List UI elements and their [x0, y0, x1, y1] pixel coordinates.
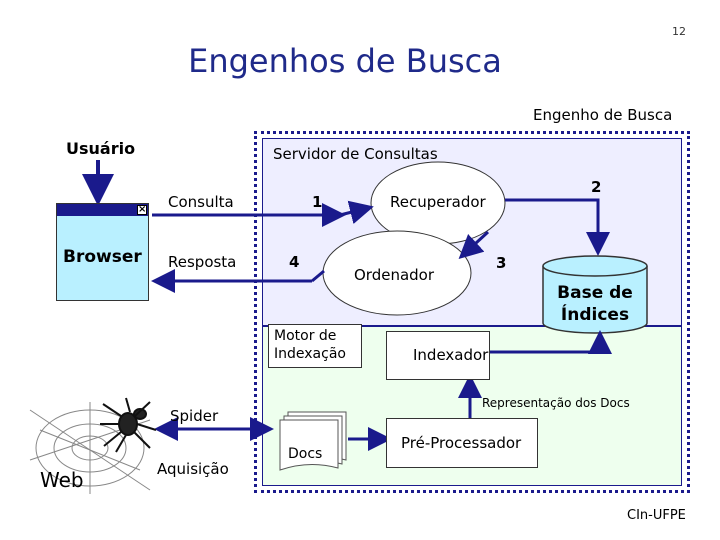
spider-label: Spider — [170, 407, 219, 425]
motor-indexacao-line1: Motor de — [274, 328, 337, 344]
step-1-label: 1 — [312, 193, 323, 211]
footer-label: CIn-UFPE — [627, 508, 686, 523]
step-3-label: 3 — [496, 254, 507, 272]
web-label: Web — [40, 468, 84, 492]
browser-window: × Browser — [56, 203, 149, 301]
motor-indexacao-box: Motor de Indexação — [268, 324, 362, 368]
motor-indexacao-line2: Indexação — [274, 346, 346, 362]
step-2-label: 2 — [591, 178, 602, 196]
docs-stack — [279, 411, 347, 471]
pre-processador-box: Pré-Processador — [386, 418, 538, 468]
indexador-box: Indexador — [386, 331, 490, 380]
spider-graphic — [100, 397, 157, 453]
slide-title: Engenhos de Busca — [188, 42, 502, 80]
slide-number: 12 — [672, 25, 686, 38]
base-indices-line2: Índices — [560, 305, 630, 325]
step-4-arrow — [311, 269, 325, 283]
indexador-to-base-arrow — [490, 330, 612, 354]
spider-web-graphic — [29, 402, 151, 494]
step-3-arrow — [458, 230, 490, 260]
close-icon: × — [137, 204, 147, 215]
base-indices-label: Base de Índices — [543, 282, 647, 326]
consulta-label: Consulta — [168, 193, 234, 211]
base-indices-cylinder — [542, 255, 648, 334]
search-engine-frame — [254, 131, 690, 493]
docs-label: Docs — [288, 446, 323, 462]
browser-titlebar: × — [57, 204, 148, 216]
browser-label: Browser — [63, 247, 142, 267]
aquisicao-label: Aquisição — [157, 460, 229, 478]
recuperador-label: Recuperador — [390, 193, 486, 211]
query-server-label: Servidor de Consultas — [273, 145, 438, 163]
ordenador-label: Ordenador — [354, 266, 435, 284]
pre-processador-label: Pré-Processador — [401, 434, 522, 452]
step-1-arrow — [339, 200, 374, 225]
base-indices-line1: Base de — [557, 283, 633, 303]
indexador-label: Indexador — [413, 346, 489, 364]
step-4-label: 4 — [289, 253, 300, 271]
resposta-label: Resposta — [168, 253, 237, 271]
step-2-arrow — [505, 198, 610, 256]
engine-label: Engenho de Busca — [533, 106, 673, 124]
user-label: Usuário — [66, 139, 136, 158]
representacao-label: Representação dos Docs — [482, 396, 630, 410]
